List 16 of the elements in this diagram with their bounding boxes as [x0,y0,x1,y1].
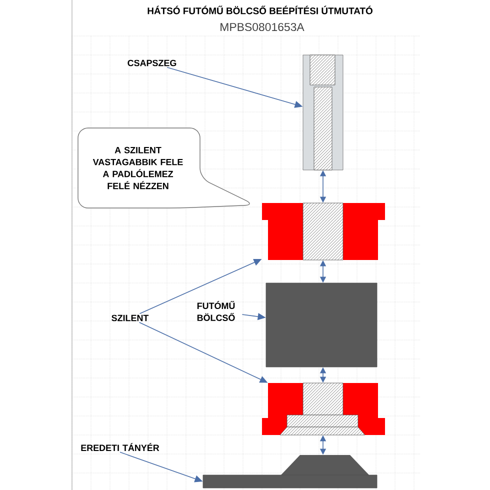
bushing-drawing [280,414,365,435]
part-label: FUTÓMŰ BÖLCSŐ [197,301,235,321]
bolt-drawing [314,86,332,170]
bushing-drawing [302,202,344,260]
part-number: MPBS0801653A [220,22,304,32]
part-label: CSAPSZEG [128,60,176,66]
part-label: SZILENT [112,314,149,322]
bracket-block [266,282,378,368]
bolt-drawing [310,54,336,170]
bushing-drawing [262,203,385,260]
plate-drawing [202,455,378,488]
callout-bubble: A SZILENT VASTAGABBIK FELE A PADLÓLEMEZ FELÉ NÉZZEN [78,128,250,208]
bushing-drawing [287,382,358,427]
bushing-drawing [280,426,366,436]
title: HÁTSÓ FUTÓMŰ BÖLCSŐ BEÉPÍTÉSI ÚTMUTATÓ [146,4,374,16]
part-label: EREDETI TÁNYÉR [81,443,160,451]
